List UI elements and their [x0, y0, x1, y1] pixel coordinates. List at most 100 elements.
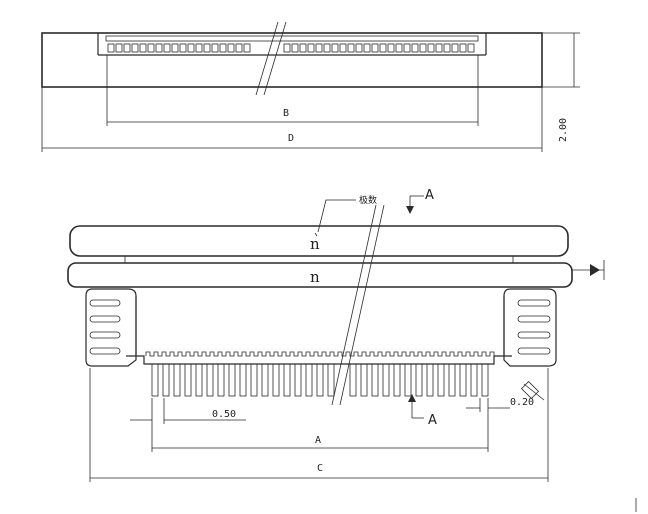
- front-view: n n 极数 A A 0.50 0.20: [67, 188, 605, 482]
- pitch-label: 0.50: [212, 409, 236, 420]
- dim-d-label: D: [288, 133, 294, 144]
- contact-pin: [316, 363, 324, 397]
- pole-count-label: 极数: [359, 194, 377, 206]
- contact-pin: [184, 363, 192, 397]
- top-contact: [243, 43, 251, 53]
- top-view: B D 2.00: [41, 21, 580, 152]
- section-bottom-arrow: [408, 394, 416, 402]
- top-contact: [163, 43, 171, 53]
- top-contact: [459, 43, 467, 53]
- latch-left-rib: [89, 315, 121, 323]
- top-contact: [307, 43, 315, 53]
- section-top-label: A: [425, 188, 434, 203]
- contact-pin: [173, 363, 181, 397]
- section-arrow-head: [590, 264, 600, 276]
- dim-c-label: C: [317, 463, 323, 474]
- top-contact: [451, 43, 459, 53]
- contact-pin: [360, 363, 368, 397]
- top-view-body: [41, 32, 543, 88]
- upper-n-tick: [314, 232, 318, 237]
- contact-pin: [415, 363, 423, 397]
- top-contact: [147, 43, 155, 53]
- top-contact: [187, 43, 195, 53]
- contact-pin: [327, 363, 335, 397]
- pole-count-leader: [317, 199, 356, 233]
- top-contact: [115, 43, 123, 53]
- contact-pin: [283, 363, 291, 397]
- front-view-pin-row: [151, 363, 489, 397]
- latch-left-rib: [89, 347, 121, 355]
- latch-right-rib: [517, 331, 551, 339]
- top-contact: [203, 43, 211, 53]
- top-contact: [395, 43, 403, 53]
- contact-pin: [459, 363, 467, 397]
- contact-pin: [404, 363, 412, 397]
- contact-pin: [195, 363, 203, 397]
- top-contact: [291, 43, 299, 53]
- top-contact: [155, 43, 163, 53]
- top-contact: [211, 43, 219, 53]
- top-contact: [339, 43, 347, 53]
- top-view-contact-row: [107, 43, 475, 53]
- contact-pin: [393, 363, 401, 397]
- top-contact: [107, 43, 115, 53]
- latch-right-rib: [517, 299, 551, 307]
- top-contact: [411, 43, 419, 53]
- contact-pin: [228, 363, 236, 397]
- top-contact: [355, 43, 363, 53]
- front-break-line: [331, 204, 377, 406]
- section-top-arrow: [406, 206, 414, 214]
- dim-b-label: B: [283, 108, 289, 119]
- contact-pin: [206, 363, 214, 397]
- top-contact: [403, 43, 411, 53]
- housing-comb: [145, 351, 498, 357]
- top-contact: [379, 43, 387, 53]
- top-contact: [315, 43, 323, 53]
- top-contact: [131, 43, 139, 53]
- contact-pin: [272, 363, 280, 397]
- contact-pin: [426, 363, 434, 397]
- latch-left-rib: [89, 299, 121, 307]
- contact-pin: [294, 363, 302, 397]
- contact-pin: [481, 363, 489, 397]
- front-view-contact-row: [145, 351, 498, 357]
- contact-pin: [239, 363, 247, 397]
- top-view-break-line: [263, 21, 287, 96]
- top-contact: [347, 43, 355, 53]
- top-contact: [331, 43, 339, 53]
- contact-pin: [250, 363, 258, 397]
- contact-pin: [470, 363, 478, 397]
- top-contact: [179, 43, 187, 53]
- pin-detail-line: [523, 383, 545, 401]
- section-bottom-label: A: [428, 413, 437, 428]
- top-contact: [171, 43, 179, 53]
- contact-pin: [382, 363, 390, 397]
- contact-pin: [349, 363, 357, 397]
- top-contact: [227, 43, 235, 53]
- top-contact: [363, 43, 371, 53]
- top-contact: [283, 43, 291, 53]
- top-contact: [299, 43, 307, 53]
- latch-right: [503, 288, 557, 367]
- contact-pin: [162, 363, 170, 397]
- latch-left: [85, 288, 137, 367]
- top-contact: [123, 43, 131, 53]
- top-contact: [427, 43, 435, 53]
- front-break-line: [339, 204, 385, 406]
- cover-second: [67, 262, 573, 288]
- dim-a-label: A: [315, 435, 321, 446]
- top-view-strip: [105, 35, 479, 42]
- housing-base: [126, 355, 512, 365]
- top-contact: [235, 43, 243, 53]
- contact-pin: [437, 363, 445, 397]
- top-contact: [387, 43, 395, 53]
- top-contact: [435, 43, 443, 53]
- contact-pin: [261, 363, 269, 397]
- lower-n-label: n: [310, 268, 320, 286]
- top-contact: [195, 43, 203, 53]
- top-contact: [419, 43, 427, 53]
- top-contact: [219, 43, 227, 53]
- latch-right-rib: [517, 347, 551, 355]
- dim-height-label: 2.00: [558, 118, 569, 142]
